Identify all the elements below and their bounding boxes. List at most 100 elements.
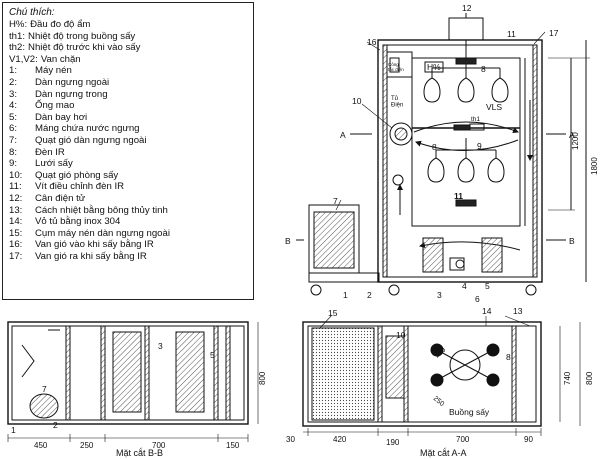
bb-dim-800: 800 [258, 371, 267, 385]
legend-item-row-key: 12: [9, 192, 23, 204]
aa-label-13: 13 [513, 306, 523, 316]
legend-item-row-7: 8:Đèn IR [9, 147, 247, 159]
ir-lamp-upper-row [423, 64, 509, 103]
front-view [296, 13, 590, 296]
ir-lamp-lower-row [427, 138, 505, 183]
legend-item-row-6: 7: Quạt gió dàn ngưng ngoài [9, 135, 247, 147]
legend-item-row-text: Vít điều chỉnh đèn IR [35, 181, 125, 193]
section-b-right: B [569, 236, 575, 246]
section-b-left: B [285, 236, 291, 246]
aa-dim-700: 700 [456, 435, 470, 444]
legend-item-row-key: 5: [9, 111, 18, 123]
bb-label-3: 3 [158, 341, 163, 351]
legend-item-row-key: 6: [9, 123, 18, 135]
label-1: 1 [343, 290, 348, 300]
legend-item-row-text: Vỏ tủ bằng inox 304 [35, 216, 121, 228]
bb-label-5: 5 [210, 350, 215, 360]
section-aa [302, 314, 581, 436]
legend-item-row-14: 15:Cụm máy nén dàn ngưng ngoài [9, 228, 247, 240]
legend-item-row-key: 7: [9, 134, 18, 146]
bb-label-7: 7 [42, 384, 47, 394]
label-17: 17 [549, 28, 559, 38]
legend-item-row-key: 2: [9, 76, 18, 88]
legend-item-row-text: Van gió vào khi sấy bằng IR [35, 239, 154, 251]
legend-item-row-text: Cân điện tử [35, 192, 86, 204]
bb-dim-150: 150 [226, 441, 240, 450]
aa-dim-740: 740 [563, 371, 572, 385]
section-bb [7, 321, 259, 442]
label-11-bottom: 11 [454, 191, 463, 201]
legend-item-row-text: Quạt gió phòng sấy [35, 169, 119, 181]
aa-label-15: 15 [328, 308, 338, 318]
legend-item-row-text: Quạt gió dàn ngưng ngoài [35, 134, 147, 146]
dim-1800: 1800 [590, 157, 599, 175]
legend-item-row-text: Đèn IR [35, 146, 65, 158]
legend-item-row-1: 2:Dàn ngưng ngoài [9, 77, 247, 89]
label-10: 10 [352, 96, 362, 106]
section-bb-labels: 1 2 3 5 7 450 250 700 150 800 Mặt cắt B-… [11, 341, 267, 458]
bb-label-2: 2 [53, 420, 58, 430]
label-6: 6 [475, 294, 480, 304]
section-a-left: A [340, 130, 346, 140]
legend-item-row-text: Dàn ngưng trong [35, 88, 108, 100]
legend-item-row-3: 4:Ống mao [9, 100, 247, 112]
legend-symbol-row-3: V1,V2:Van chặn [9, 54, 247, 66]
label-5: 5 [485, 281, 490, 291]
bb-dim-250: 250 [80, 441, 94, 450]
legend-item-row-11: 12: Cân điện tử [9, 193, 247, 205]
aa-label-8: 8 [506, 352, 511, 362]
legend-item-row-key: 9: [9, 158, 18, 170]
legend-item-row-text: Cụm máy nén dàn ngưng ngoài [35, 227, 170, 239]
aa-dim-190: 190 [386, 438, 400, 447]
legend-item-row-key: 11: [9, 181, 22, 193]
legend-item-row-12: 13:Cách nhiệt bằng bông thủy tinh [9, 205, 247, 217]
legend-item-row-0: 1: Máy nén [9, 65, 247, 77]
legend-item-row-5: 6: Máng chứa nước ngưng [9, 123, 247, 135]
bb-dim-450: 450 [34, 441, 48, 450]
label-humidity: H% [427, 62, 441, 72]
aa-dim-250-bottom: 250 [432, 395, 446, 408]
aa-dim-30: 30 [286, 435, 295, 444]
legend-item-row-key: 16: [9, 239, 23, 251]
legend-item-row-text: Máy nén [35, 65, 72, 77]
legend-symbol-row-text: Nhiệt độ trong buồng sấy [28, 30, 136, 42]
legend-item-row-9: 10:Quạt gió phòng sấy [9, 170, 247, 182]
legend-item-row-key: 1: [9, 65, 18, 77]
legend-item-row-text: Van gió ra khi sấy bằng IR [35, 250, 147, 262]
aa-caption: Mặt cắt A-A [420, 448, 467, 458]
label-9: 9 [477, 141, 482, 151]
label-16: 16 [367, 37, 377, 47]
label-8-top: 8 [481, 64, 486, 74]
legend-item-row-key: 3: [9, 88, 18, 100]
legend-item-row-15: 16: Van gió vào khi sấy bằng IR [9, 239, 247, 251]
label-4: 4 [462, 281, 467, 291]
dim-1200: 1200 [571, 132, 580, 150]
bb-dim-700: 700 [152, 441, 166, 450]
section-a-right: A [569, 130, 575, 140]
aa-dim-420: 420 [333, 435, 347, 444]
legend-item-row-text: Máng chứa nước ngưng [35, 123, 140, 135]
aa-label-10: 10 [396, 330, 406, 340]
aa-label-buong-say: Buồng sấy [449, 407, 490, 417]
bb-caption: Mặt cắt B-B [116, 448, 163, 458]
legend-symbol-row-key: H%: [9, 19, 28, 30]
legend-symbol-row-text: Đầu đo độ ẩm [30, 19, 91, 30]
label-2: 2 [367, 290, 372, 300]
aa-dim-90: 90 [524, 435, 533, 444]
front-view-labels: 16 12 11 17 8 H% VLS th1 10 8 9 11 7 1 2… [285, 3, 599, 304]
label-vls: VLS [486, 102, 502, 112]
label-12: 12 [462, 3, 472, 13]
legend-item-row-key: 17: [9, 250, 23, 262]
legend-item-row-16: 17: Van gió ra khi sấy bằng IR [9, 251, 247, 263]
legend-item-row-8: 9:Lưới sấy [9, 158, 247, 170]
legend-title: Chú thích: [9, 7, 55, 18]
legend-symbol-row-text: Van chặn [40, 53, 81, 65]
legend-symbol-row-0: H%:Đầu đo độ ẩm [9, 19, 247, 31]
legend-item-row-4: 5:Dàn bay hơi [9, 112, 247, 124]
label-th1: th1 [471, 116, 480, 123]
label-8-mid: 8 [432, 142, 437, 152]
